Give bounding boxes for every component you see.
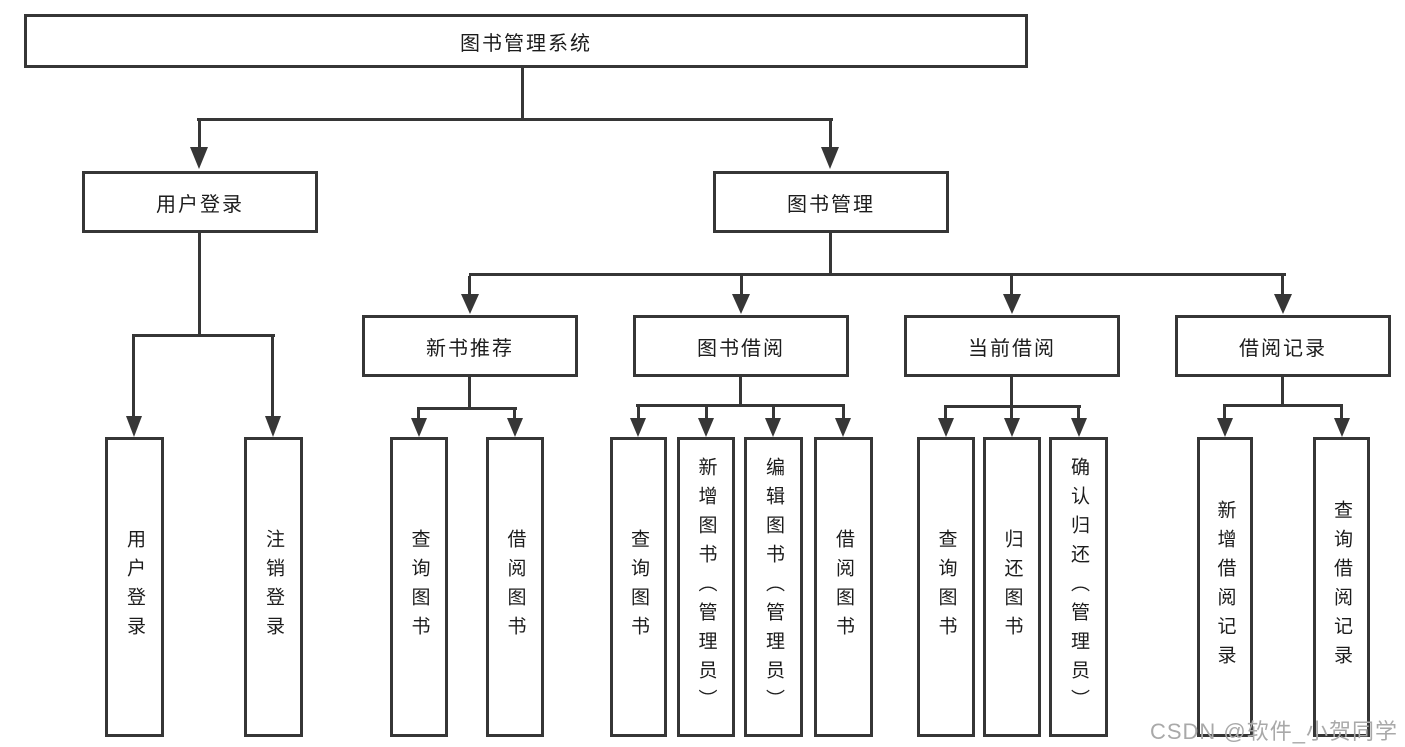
connector-records-stub: [1281, 377, 1284, 407]
connector-to-login-leaf: [132, 337, 135, 416]
connector-to-borrowing: [740, 276, 743, 294]
connector-user-login-branch: [132, 334, 275, 337]
connector-current-branch: [944, 405, 1081, 408]
leaf-borrowing-add-books-admin: 新增图书（管理员）: [677, 437, 735, 737]
connector-to-logout-leaf: [271, 337, 274, 416]
arrowhead-down: [126, 416, 142, 437]
arrowhead-down: [1217, 418, 1233, 437]
connector-leaf-drop: [513, 410, 516, 419]
connector-new-book-branch: [417, 407, 517, 410]
arrowhead-down: [1071, 418, 1087, 437]
leaf-current-confirm-return-admin: 确认归还（管理员）: [1049, 437, 1108, 737]
leaf-user-login: 用户登录: [105, 437, 164, 737]
connector-book-mgmt-stub: [829, 233, 832, 276]
connector-leaf-drop: [637, 407, 640, 419]
arrowhead-down: [835, 418, 851, 437]
connector-to-current: [1010, 276, 1013, 294]
connector-leaf-drop: [944, 408, 947, 419]
arrowhead-down: [938, 418, 954, 437]
node-book-borrowing: 图书借阅: [633, 315, 849, 377]
connector-to-new-book: [468, 276, 471, 294]
connector-records-branch: [1223, 404, 1343, 407]
connector-leaf-drop: [1340, 407, 1343, 419]
connector-leaf-drop: [417, 410, 420, 419]
leaf-borrowing-edit-books-admin: 编辑图书（管理员）: [744, 437, 803, 737]
arrowhead-down: [765, 418, 781, 437]
arrowhead-down: [1334, 418, 1350, 437]
arrowhead-down: [821, 147, 839, 169]
node-user-login: 用户登录: [82, 171, 318, 233]
connector-root-branch: [197, 118, 833, 121]
leaf-newbook-query-books: 查询图书: [390, 437, 448, 737]
connector-current-stub: [1010, 377, 1013, 408]
node-current-borrowing: 当前借阅: [904, 315, 1120, 377]
connector-new-book-stub: [468, 377, 471, 410]
arrowhead-down: [630, 418, 646, 437]
arrowhead-down: [265, 416, 281, 437]
leaf-logout: 注销登录: [244, 437, 303, 737]
connector-leaf-drop: [842, 407, 845, 419]
leaf-current-query-books: 查询图书: [917, 437, 975, 737]
arrowhead-down: [732, 294, 750, 314]
connector-to-user-login: [198, 121, 201, 148]
leaf-borrowing-borrow-books: 借阅图书: [814, 437, 873, 737]
leaf-records-query-record: 查询借阅记录: [1313, 437, 1370, 737]
connector-leaf-drop: [1077, 408, 1080, 419]
arrowhead-down: [411, 418, 427, 437]
node-library-system: 图书管理系统: [24, 14, 1028, 68]
connector-root-stub: [521, 68, 524, 121]
csdn-watermark: CSDN @软件_小贺同学: [1149, 719, 1398, 744]
node-book-management: 图书管理: [713, 171, 949, 233]
connector-borrowing-branch: [636, 404, 845, 407]
connector-user-login-stub: [198, 233, 201, 337]
arrowhead-down: [1274, 294, 1292, 314]
arrowhead-down: [1004, 418, 1020, 437]
arrowhead-down: [461, 294, 479, 314]
arrowhead-down: [698, 418, 714, 437]
node-new-book-recommend: 新书推荐: [362, 315, 578, 377]
leaf-records-add-record: 新增借阅记录: [1197, 437, 1253, 737]
connector-borrowing-stub: [739, 377, 742, 407]
leaf-newbook-borrow-books: 借阅图书: [486, 437, 544, 737]
arrowhead-down: [1003, 294, 1021, 314]
connector-to-book-management: [829, 121, 832, 148]
leaf-current-return-books: 归还图书: [983, 437, 1041, 737]
arrowhead-down: [190, 147, 208, 169]
connector-leaf-drop: [772, 407, 775, 419]
node-borrow-records: 借阅记录: [1175, 315, 1391, 377]
arrowhead-down: [507, 418, 523, 437]
connector-to-records: [1281, 276, 1284, 294]
connector-book-mgmt-branch: [469, 273, 1286, 276]
connector-leaf-drop: [705, 407, 708, 419]
leaf-borrowing-query-books: 查询图书: [610, 437, 667, 737]
connector-leaf-drop: [1223, 407, 1226, 419]
connector-leaf-drop: [1010, 408, 1013, 419]
